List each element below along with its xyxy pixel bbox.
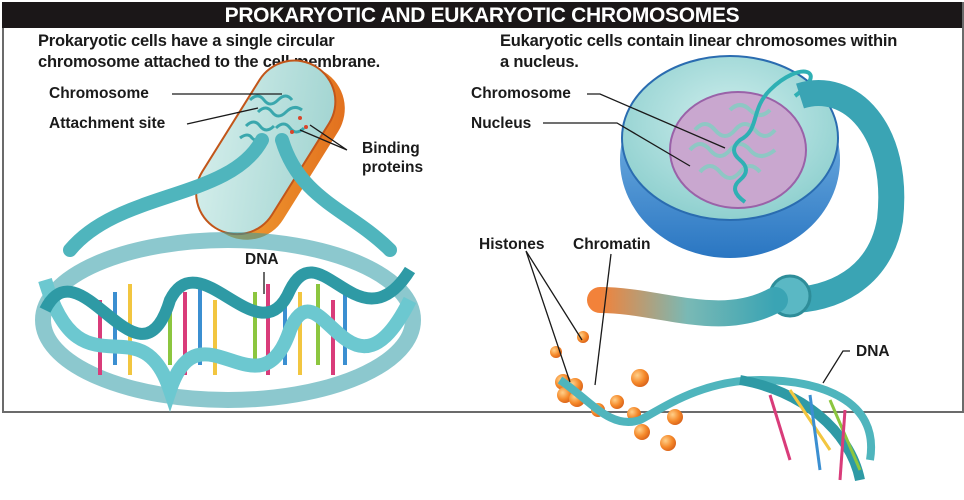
prokaryotic-cell — [195, 59, 345, 240]
eukaryotic-chromosome-highlight — [732, 69, 813, 204]
figure-frame — [2, 2, 964, 413]
label-euk-chromosome: Chromosome — [471, 85, 571, 102]
eukaryotic-chromosome — [688, 103, 777, 180]
eukaryotic-dna-helix — [557, 375, 876, 482]
eukaryotic-caption: Eukaryotic cells contain linear chromoso… — [500, 31, 897, 73]
eukaryotic-caption-line1: Eukaryotic cells contain linear chromoso… — [500, 32, 898, 50]
eukaryotic-nucleus — [620, 55, 840, 258]
label-chromatin: Chromatin — [573, 236, 651, 253]
leader-lines — [172, 93, 850, 386]
label-prok-chromosome: Chromosome — [49, 85, 149, 102]
label-prok-dna: DNA — [245, 251, 279, 268]
label-binding-line2: proteins — [362, 159, 424, 176]
label-histones: Histones — [479, 236, 545, 253]
prokaryotic-caption-line1: Prokaryotic cells have a single circular — [38, 32, 335, 50]
chromatin-fiber — [587, 287, 788, 327]
label-binding-proteins: Binding proteins — [362, 139, 423, 177]
figure-title: PROKARYOTIC AND EUKARYOTIC CHROMOSOMES — [2, 2, 962, 28]
prokaryotic-dna-helix — [35, 232, 421, 413]
eukaryotic-caption-line2: a nucleus. — [500, 53, 579, 71]
label-binding-line1: Binding — [362, 140, 420, 157]
label-attachment-site: Attachment site — [49, 115, 166, 132]
prokaryotic-dna-strands — [63, 133, 397, 257]
label-nucleus: Nucleus — [471, 115, 532, 132]
chromosome-fiber — [789, 80, 905, 313]
label-euk-dna: DNA — [856, 343, 890, 360]
